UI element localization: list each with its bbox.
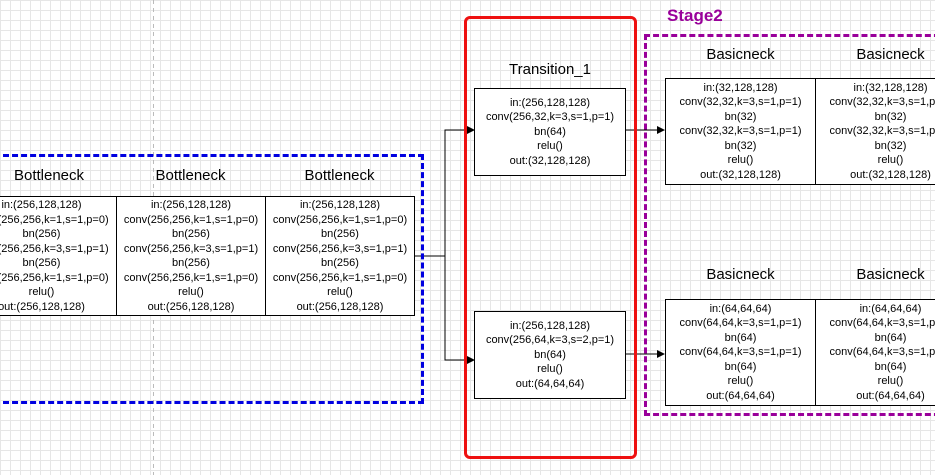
block-line: in:(256,128,128) [1, 199, 82, 211]
block-line: conv(32,32,k=3,s=1,p=1) [829, 96, 935, 109]
block-line: bn(64) [724, 360, 757, 373]
block-line: bn(256) [22, 257, 61, 269]
transition-container [464, 16, 637, 459]
basicneck-top-block-1: in:(32,128,128) conv(32,32,k=3,s=1,p=1) … [665, 78, 816, 185]
block-line: in:(256,128,128) [150, 199, 232, 211]
stage1-block-title: Bottleneck [304, 167, 375, 184]
block-line: bn(256) [22, 228, 61, 240]
block-line: in:(32,128,128) [853, 81, 928, 94]
block-line: out:(32,128,128) [700, 168, 781, 181]
block-line: bn(64) [534, 348, 566, 361]
block-line: relu() [877, 375, 904, 388]
block-line: relu() [877, 154, 904, 167]
block-line: relu() [727, 154, 754, 167]
block-line: conv(256,32,k=3,s=1,p=1) [485, 111, 615, 124]
block-line: conv(256,64,k=3,s=2,p=1) [485, 334, 615, 347]
stage1-block-title: Bottleneck [155, 167, 226, 184]
block-line: relu() [178, 286, 204, 298]
block-line: relu() [727, 375, 754, 388]
block-line: in:(256,128,128) [509, 96, 591, 109]
block-line: conv(64,64,k=3,s=1,p=1) [829, 317, 935, 330]
block-line: bn(64) [874, 331, 907, 344]
block-line: bn(64) [534, 125, 566, 138]
block-line: out:(64,64,64) [515, 377, 585, 390]
block-line: relu() [537, 363, 563, 376]
block-line: out:(32,128,128) [509, 154, 591, 167]
block-line: bn(256) [172, 257, 210, 269]
block-line: bn(256) [321, 228, 359, 240]
block-line: conv(256,256,k=1,s=1,p=0) [272, 271, 408, 284]
block-line: conv(32,32,k=3,s=1,p=1) [679, 125, 802, 138]
block-line: bn(256) [172, 228, 210, 240]
block-line: in:(64,64,64) [859, 302, 922, 315]
block-line: conv(64,64,k=3,s=1,p=1) [679, 317, 802, 330]
stage2-container [644, 34, 935, 416]
block-line: out:(64,64,64) [856, 389, 925, 402]
block-line: conv(256,256,k=3,s=1,p=1) [123, 242, 259, 255]
block-line: conv(256,256,k=1,s=1,p=0) [272, 213, 408, 226]
basicneck-bottom-block-1: in:(64,64,64) conv(64,64,k=3,s=1,p=1) bn… [665, 299, 816, 406]
block-line: bn(32) [874, 139, 907, 152]
block-line: conv(32,32,k=3,s=1,p=1) [679, 96, 802, 109]
stage2-block-title: Basicneck [706, 46, 775, 63]
block-line: in:(256,128,128) [299, 199, 381, 211]
block-line: conv(256,256,k=1,s=1,p=0) [123, 213, 259, 226]
block-line: conv(256,256,k=1,s=1,p=0) [123, 271, 259, 284]
bottleneck-block-3: in:(256,128,128) conv(256,256,k=1,s=1,p=… [265, 196, 415, 316]
stage1-container [0, 154, 424, 404]
basicneck-top-block-2: in:(32,128,128) conv(32,32,k=3,s=1,p=1) … [815, 78, 935, 185]
block-line: conv(256,256,k=1,s=1,p=0) [0, 271, 109, 284]
block-line: conv(64,64,k=3,s=1,p=1) [829, 346, 935, 359]
block-line: bn(64) [874, 360, 907, 373]
stage1-block-title: Bottleneck [13, 167, 85, 184]
transition-bottom-block: in:(256,128,128) conv(256,64,k=3,s=2,p=1… [474, 311, 626, 399]
block-line: relu() [327, 286, 353, 298]
stage2-label: Stage2 [667, 6, 723, 25]
stage2-block-title: Basicneck [856, 46, 925, 63]
block-line: relu() [537, 140, 563, 153]
block-line: bn(32) [724, 110, 757, 123]
block-line: bn(64) [724, 331, 757, 344]
stage2-block-title: Basicneck [706, 266, 775, 283]
basicneck-bottom-block-2: in:(64,64,64) conv(64,64,k=3,s=1,p=1) bn… [815, 299, 935, 406]
block-line: out:(32,128,128) [850, 168, 931, 181]
transition-title: Transition_1 [509, 61, 591, 78]
block-line: in:(64,64,64) [709, 302, 772, 315]
block-line: in:(32,128,128) [703, 81, 778, 94]
bottleneck-block-1: in:(256,128,128) conv(256,256,k=1,s=1,p=… [0, 196, 117, 316]
block-line: out:(256,128,128) [147, 300, 235, 313]
block-line: conv(64,64,k=3,s=1,p=1) [679, 346, 802, 359]
block-line: relu() [28, 286, 55, 298]
transition-top-block: in:(256,128,128) conv(256,32,k=3,s=1,p=1… [474, 88, 626, 176]
block-line: bn(32) [874, 110, 907, 123]
block-line: conv(256,256,k=3,s=1,p=1) [0, 242, 109, 255]
block-line: bn(32) [724, 139, 757, 152]
block-line: out:(256,128,128) [296, 300, 384, 313]
stage2-block-title: Basicneck [856, 266, 925, 283]
block-line: out:(256,128,128) [0, 300, 85, 313]
block-line: out:(64,64,64) [706, 389, 775, 402]
block-line: bn(256) [321, 257, 359, 269]
block-line: conv(32,32,k=3,s=1,p=1) [829, 125, 935, 138]
bottleneck-block-2: in:(256,128,128) conv(256,256,k=1,s=1,p=… [116, 196, 266, 316]
block-line: in:(256,128,128) [509, 319, 591, 332]
block-line: conv(256,256,k=3,s=1,p=1) [272, 242, 408, 255]
block-line: conv(256,256,k=1,s=1,p=0) [0, 213, 109, 226]
